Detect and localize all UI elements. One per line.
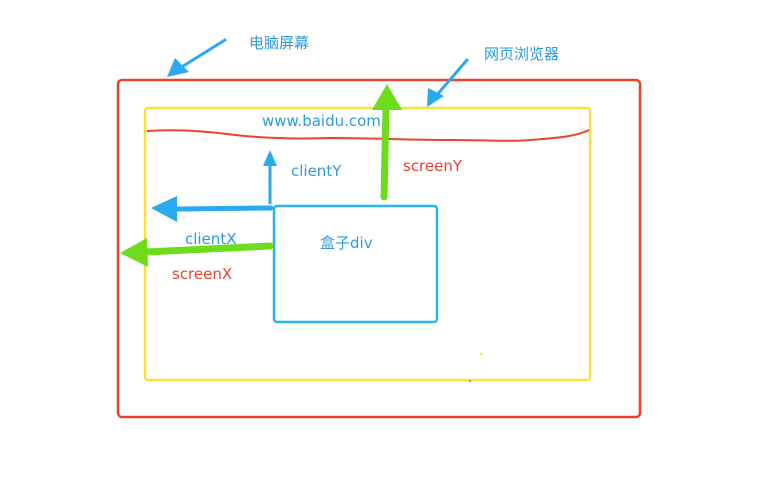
screen-x-label: screenX (172, 265, 232, 283)
url-label: www.baidu.com (262, 112, 381, 130)
screen-pointer-arrow (167, 38, 227, 77)
screen-frame (116, 78, 642, 419)
stray-dot (479, 352, 483, 356)
screen-y-label: screenY (403, 157, 463, 175)
box-div-frame (272, 204, 439, 324)
client-x-arrow (151, 196, 274, 222)
box-label: 盒子div (320, 234, 373, 252)
client-y-arrow (263, 150, 277, 205)
stray-dot (468, 379, 472, 383)
browser-pointer-arrow (427, 58, 469, 107)
screen-x-arrow (120, 238, 274, 267)
screen-label: 电脑屏幕 (249, 34, 309, 52)
browser-label: 网页浏览器 (484, 45, 559, 63)
client-x-label: clientX (185, 230, 236, 248)
screen-y-arrow (372, 84, 402, 201)
client-y-label: clientY (291, 162, 342, 180)
address-bar-line (146, 129, 590, 142)
